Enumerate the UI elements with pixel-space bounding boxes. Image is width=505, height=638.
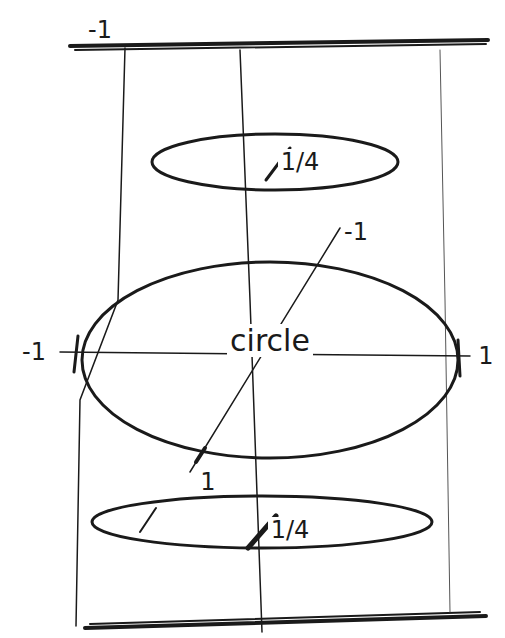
section-name: circle — [227, 324, 313, 357]
ellipse-section: 1/4 — [90, 494, 434, 550]
axis-value: 1 — [475, 343, 496, 369]
ellipse-outline — [152, 134, 398, 190]
axis-value: -1 — [19, 339, 49, 365]
circle-section: circle — [80, 260, 460, 460]
fraction-label: 1/4 — [268, 517, 313, 543]
axis-value: -1 — [341, 219, 371, 245]
ellipse-outline — [80, 260, 460, 460]
ellipse-section: 1/4 — [150, 132, 400, 192]
ellipse-outline — [150, 132, 400, 192]
ellipse-outline — [82, 262, 458, 458]
axis-value: -1 — [85, 17, 115, 43]
axis-value: 1 — [197, 469, 218, 495]
ellipse-outline — [92, 496, 432, 548]
fraction-label: 1/4 — [278, 149, 323, 175]
ellipse-outline — [90, 494, 434, 550]
